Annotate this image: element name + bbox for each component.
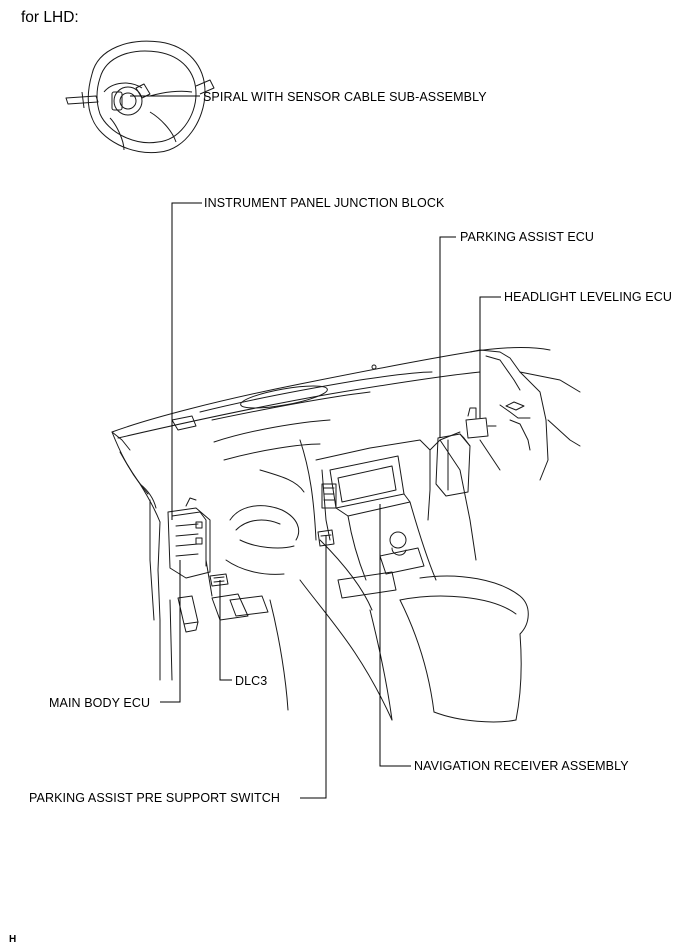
variant-heading: for LHD: <box>21 9 79 26</box>
label-dlc3: DLC3 <box>235 674 268 688</box>
footer-mark: H <box>9 934 17 945</box>
label-navigation-receiver-assembly: NAVIGATION RECEIVER ASSEMBLY <box>414 759 629 773</box>
label-instrument-panel-junction-block: INSTRUMENT PANEL JUNCTION BLOCK <box>204 196 445 210</box>
label-headlight-leveling-ecu: HEADLIGHT LEVELING ECU <box>504 290 672 304</box>
label-spiral-cable: SPIRAL WITH SENSOR CABLE SUB-ASSEMBLY <box>203 90 487 104</box>
label-parking-assist-pre-support-switch: PARKING ASSIST PRE SUPPORT SWITCH <box>29 791 281 805</box>
label-parking-assist-ecu: PARKING ASSIST ECU <box>460 230 595 244</box>
dashboard-illustration <box>111 347 581 723</box>
leader-lines <box>130 95 501 799</box>
label-main-body-ecu: MAIN BODY ECU <box>49 696 151 710</box>
steering-wheel-illustration <box>65 40 215 154</box>
